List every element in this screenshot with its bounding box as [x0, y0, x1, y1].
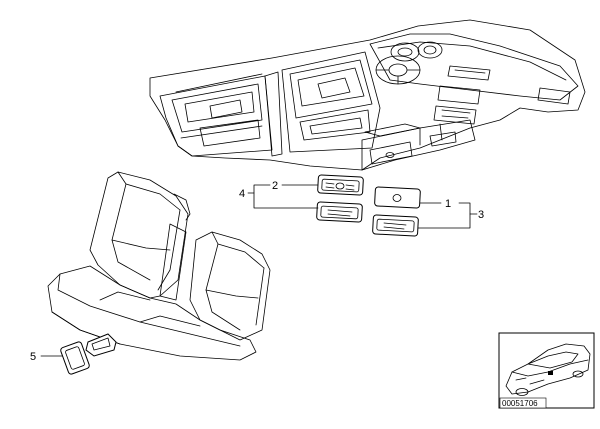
callout-3: 3: [478, 209, 484, 221]
callout-1: 1: [445, 198, 451, 210]
callout-2: 2: [272, 180, 278, 192]
part-2-switch-cover[interactable]: [317, 174, 364, 196]
thumbnail-code: 00051706: [502, 399, 538, 408]
car-interior-illustration: [149, 19, 586, 171]
rear-seat-illustration: [47, 171, 271, 361]
part-5-cover-plate[interactable]: [60, 341, 90, 375]
part-1-switch-cover[interactable]: [374, 186, 421, 209]
part-4-trim-cover[interactable]: [316, 201, 363, 223]
leader-lines: [40, 184, 478, 357]
car-thumbnail: 00051706: [498, 332, 595, 409]
part-3-trim-cover[interactable]: [372, 214, 419, 237]
callout-5: 5: [30, 351, 36, 363]
callout-4: 4: [239, 188, 245, 200]
seat-cutout-detail: [85, 333, 117, 357]
